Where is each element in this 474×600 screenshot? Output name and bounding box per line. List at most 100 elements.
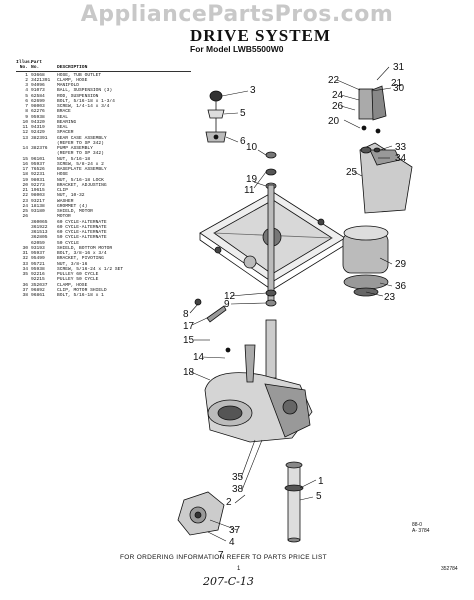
- part-number: 93180: [31, 209, 45, 214]
- part-number: 93193: [31, 245, 45, 251]
- header-illus: Illus.: [16, 60, 33, 65]
- part-number: 382391: [31, 135, 48, 141]
- part-description: SCREW, 5/16-24 x 1/2 SET: [57, 266, 124, 272]
- illus-number: 11: [22, 125, 28, 130]
- part-number: 93668: [31, 72, 45, 78]
- illus-number: 20: [22, 182, 28, 188]
- part-description: NUT, 5/16-18: [57, 156, 91, 162]
- part-number: 62059: [31, 240, 45, 246]
- callout-8: 8: [183, 309, 189, 320]
- part-description: 50 CYCLE: [57, 240, 80, 246]
- callout-22: 22: [328, 75, 340, 86]
- suspension-rod-assembly: [205, 90, 227, 143]
- illus-number: 7: [25, 104, 28, 109]
- parts-row: 62059 50 CYCLE: [16, 241, 191, 246]
- part-description: CLIP, MOTOR SHIELD: [57, 287, 107, 293]
- part-number: 92273: [31, 182, 45, 188]
- callout-5: 5: [240, 108, 246, 119]
- drawing-sub: 88-0: [412, 522, 423, 528]
- parts-row: (REFER TO SP 342): [16, 141, 191, 146]
- illus-number: 14: [22, 146, 28, 151]
- part-description: BALL, SUSPENSION (3): [57, 88, 113, 94]
- part-number: 92231: [31, 172, 45, 178]
- part-number: 98031: [31, 177, 45, 183]
- callout-17: 17: [183, 321, 195, 332]
- part-number: 95499: [31, 256, 45, 262]
- illus-number: 19: [22, 177, 28, 183]
- part-number: 62584: [31, 93, 45, 99]
- drive-shaft: [265, 184, 277, 379]
- gear-case-assembly: [204, 344, 313, 443]
- part-description: 60 CYCLE-ALTERNATE: [57, 224, 107, 230]
- part-description: GEAR CASE ASSEMBLY: [57, 135, 107, 141]
- part-description: SEAL: [57, 125, 69, 130]
- callout-7: 7: [218, 550, 224, 561]
- parts-row: 26 MOTOR: [16, 214, 191, 219]
- illus-number: 35: [22, 272, 28, 277]
- part-description: 60 CYCLE-ALTERNATE: [57, 230, 107, 235]
- document-number: 352784: [441, 566, 458, 572]
- part-number: 94096: [31, 83, 45, 88]
- part-description: CLAMP, HOSE: [57, 282, 88, 288]
- part-number: 93217: [31, 198, 45, 204]
- part-number: 95938: [31, 114, 45, 120]
- part-description: PULLEY 50 CYCLE: [57, 277, 99, 283]
- watermark: AppliancePartsPros.com: [80, 2, 394, 27]
- part-description: SEAL: [57, 114, 69, 120]
- leader-lines: [189, 66, 393, 542]
- part-number: 95721: [31, 261, 45, 267]
- callout-35: 35: [232, 472, 244, 483]
- part-description: PUMP ASSEMBLY: [57, 146, 93, 151]
- illus-number: 10: [22, 119, 28, 125]
- callout-3: 3: [250, 85, 256, 96]
- callout-29: 29: [395, 259, 407, 270]
- illus-number: 5: [25, 93, 28, 99]
- illus-number: 22: [22, 193, 28, 199]
- part-number: 94319: [31, 125, 45, 130]
- callout-9: 9: [224, 299, 230, 310]
- drawing-number: 88-0 A- 3784: [412, 522, 430, 534]
- illus-number: 26: [22, 214, 28, 220]
- part-number: 94320: [31, 119, 45, 125]
- handwritten-note: 207-C-13: [203, 575, 254, 588]
- part-number: 96861: [31, 293, 45, 298]
- callout-26: 26: [332, 101, 344, 112]
- callout-1: 1: [318, 476, 324, 487]
- callout-33: 33: [395, 142, 407, 153]
- part-description: MOTOR: [57, 214, 71, 220]
- illus-number: 33: [22, 261, 28, 267]
- callout-19: 19: [246, 174, 258, 185]
- part-description: BEARING: [57, 119, 77, 125]
- illus-number: 36: [22, 282, 28, 288]
- illus-number: 23: [22, 198, 28, 204]
- illus-number: 9: [25, 114, 28, 120]
- callout-38: 38: [232, 484, 244, 495]
- part-description: SCREW, 1/4-14 x 3/4: [57, 104, 110, 109]
- part-number: 98003: [31, 193, 45, 199]
- part-description: GROMMET (4): [57, 203, 88, 209]
- illus-number: 1: [25, 72, 28, 78]
- callout-6: 6: [240, 136, 246, 147]
- illus-number: 24: [22, 203, 28, 209]
- part-number: 18138: [31, 203, 45, 209]
- illus-number: 37: [22, 287, 28, 293]
- callout-4: 4: [229, 537, 235, 548]
- diagram-title: DRIVE SYSTEM: [190, 26, 331, 45]
